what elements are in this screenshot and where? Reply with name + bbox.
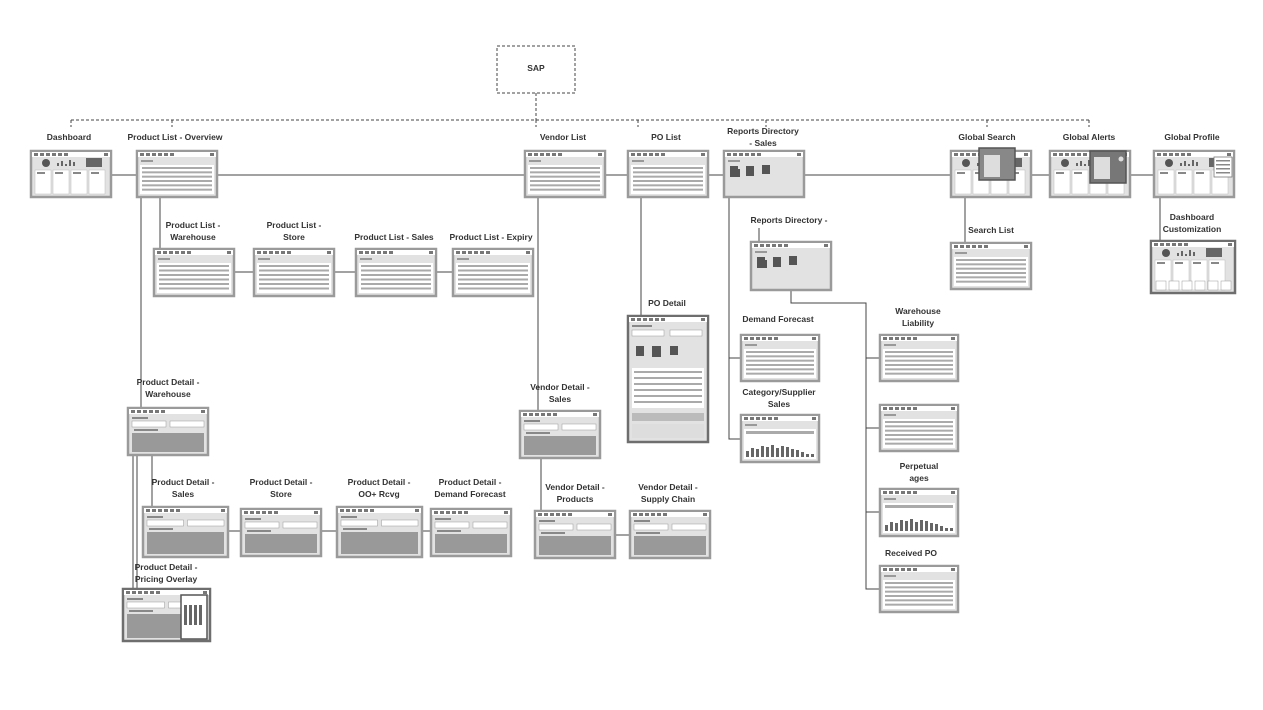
global-search-screen-thumbnail (949, 147, 1033, 199)
reports-sales-label-line1: Reports Directory (727, 126, 799, 136)
pd-oo-rcvg-label-line2: OO+ Rcvg (358, 489, 399, 499)
pd-oo-rcvg-label-line1: Product Detail - (348, 477, 411, 487)
vendor-detail-sales-screen-thumbnail (518, 409, 602, 460)
pl-warehouse-screen-thumbnail (152, 247, 236, 298)
category-supplier-screen-thumbnail (739, 413, 821, 464)
perpetual-ages-screen-thumbnail (878, 487, 960, 538)
screen-labels: Dashboard Product List - Overview Vendor L… (47, 63, 1221, 584)
po-list-label: PO List (651, 132, 681, 142)
pd-store-label-line1: Product Detail - (250, 477, 313, 487)
vd-products-screen-thumbnail (533, 509, 617, 560)
pl-sales-screen-thumbnail (354, 247, 438, 298)
pl-store-screen-thumbnail (252, 247, 336, 298)
pd-pricing-overlay-label-line1: Product Detail - (135, 562, 198, 572)
pl-expiry-label: Product List - Expiry (449, 232, 532, 242)
dashboard-custom-screen-thumbnail (1149, 239, 1237, 295)
warehouse-liability-label-line2: Liability (902, 318, 934, 328)
vd-products-label-line1: Vendor Detail - (545, 482, 605, 492)
pd-store-screen-thumbnail (239, 507, 323, 558)
vendor-list-label: Vendor List (540, 132, 586, 142)
perpetual-ages-label-line2: ages (909, 473, 929, 483)
pd-sales-screen-thumbnail (141, 505, 230, 559)
connector-lines (70, 45, 1161, 640)
pd-demand-forecast-label-line2: Demand Forecast (434, 489, 505, 499)
global-profile-screen-thumbnail (1152, 149, 1236, 199)
reports-dir2-screen-thumbnail (749, 240, 833, 292)
pd-demand-forecast-label-line1: Product Detail - (439, 477, 502, 487)
received-po-screen-thumbnail (878, 564, 960, 614)
pd-sales-label-line1: Product Detail - (152, 477, 215, 487)
category-supplier-label-line2: Sales (768, 399, 790, 409)
reports-sales-label-line2: - Sales (749, 138, 777, 148)
dashboard-custom-label-line2: Customization (1163, 224, 1222, 234)
reports-sales-screen-thumbnail (722, 149, 806, 199)
search-list-screen-thumbnail (949, 241, 1033, 291)
vendor-detail-sales-label-line2: Sales (549, 394, 571, 404)
product-list-overview-screen-thumbnail (135, 149, 219, 199)
global-search-label: Global Search (958, 132, 1015, 142)
pd-demand-forecast-screen-thumbnail (429, 507, 513, 558)
pl-warehouse-label-line1: Product List - (166, 220, 221, 230)
po-detail-label: PO Detail (648, 298, 686, 308)
warehouse-liability-screen-thumbnail (878, 333, 960, 383)
pd-oo-rcvg-screen-thumbnail (335, 505, 424, 559)
demand-forecast-label: Demand Forecast (742, 314, 813, 324)
warehouse-liability-label-line1: Warehouse (895, 306, 941, 316)
screen-thumbnails (29, 147, 1237, 643)
pl-expiry-screen-thumbnail (451, 247, 535, 298)
product-list-overview-label: Product List - Overview (128, 132, 223, 142)
pd-warehouse-label-line1: Product Detail - (137, 377, 200, 387)
pd-pricing-overlay-screen-thumbnail (121, 587, 212, 643)
received-po-label: Received PO (885, 548, 937, 558)
sap-root-label: SAP (527, 63, 545, 73)
pd-store-label-line2: Store (270, 489, 292, 499)
pl-store-label-line1: Product List - (267, 220, 322, 230)
pd-pricing-overlay-label-line2: Pricing Overlay (135, 574, 198, 584)
demand-forecast-screen-thumbnail (739, 333, 821, 383)
dashboard-label: Dashboard (47, 132, 91, 142)
connector-line (790, 290, 880, 590)
global-alerts-label: Global Alerts (1063, 132, 1116, 142)
perpetual-ages-label-line1: Perpetual (900, 461, 939, 471)
dashboard-custom-label-line1: Dashboard (1170, 212, 1214, 222)
reports-dir2-label: Reports Directory - (751, 215, 828, 225)
pl-warehouse-label-line2: Warehouse (170, 232, 216, 242)
dashboard-screen-thumbnail (29, 149, 113, 199)
search-list-label: Search List (968, 225, 1014, 235)
global-profile-label: Global Profile (1164, 132, 1220, 142)
vendor-list-screen-thumbnail (523, 149, 607, 199)
pd-sales-label-line2: Sales (172, 489, 194, 499)
po-list-screen-thumbnail (626, 149, 710, 199)
sap-root-box (496, 45, 576, 94)
vd-supply-chain-screen-thumbnail (628, 509, 712, 560)
vd-supply-chain-label-line1: Vendor Detail - (638, 482, 698, 492)
pl-sales-label: Product List - Sales (354, 232, 434, 242)
vd-supply-chain-label-line2: Supply Chain (641, 494, 695, 504)
pd-warehouse-screen-thumbnail (126, 406, 210, 457)
vd-products-label-line2: Products (557, 494, 594, 504)
category-supplier-label-line1: Category/Supplier (742, 387, 816, 397)
pl-store-label-line2: Store (283, 232, 305, 242)
pd-warehouse-label-line2: Warehouse (145, 389, 191, 399)
connector-line (728, 197, 741, 440)
rep-unlabeled-screen-thumbnail (878, 403, 960, 453)
global-alerts-screen-thumbnail (1048, 149, 1132, 199)
po-detail-screen-thumbnail (626, 314, 710, 444)
vendor-detail-sales-label-line1: Vendor Detail - (530, 382, 590, 392)
